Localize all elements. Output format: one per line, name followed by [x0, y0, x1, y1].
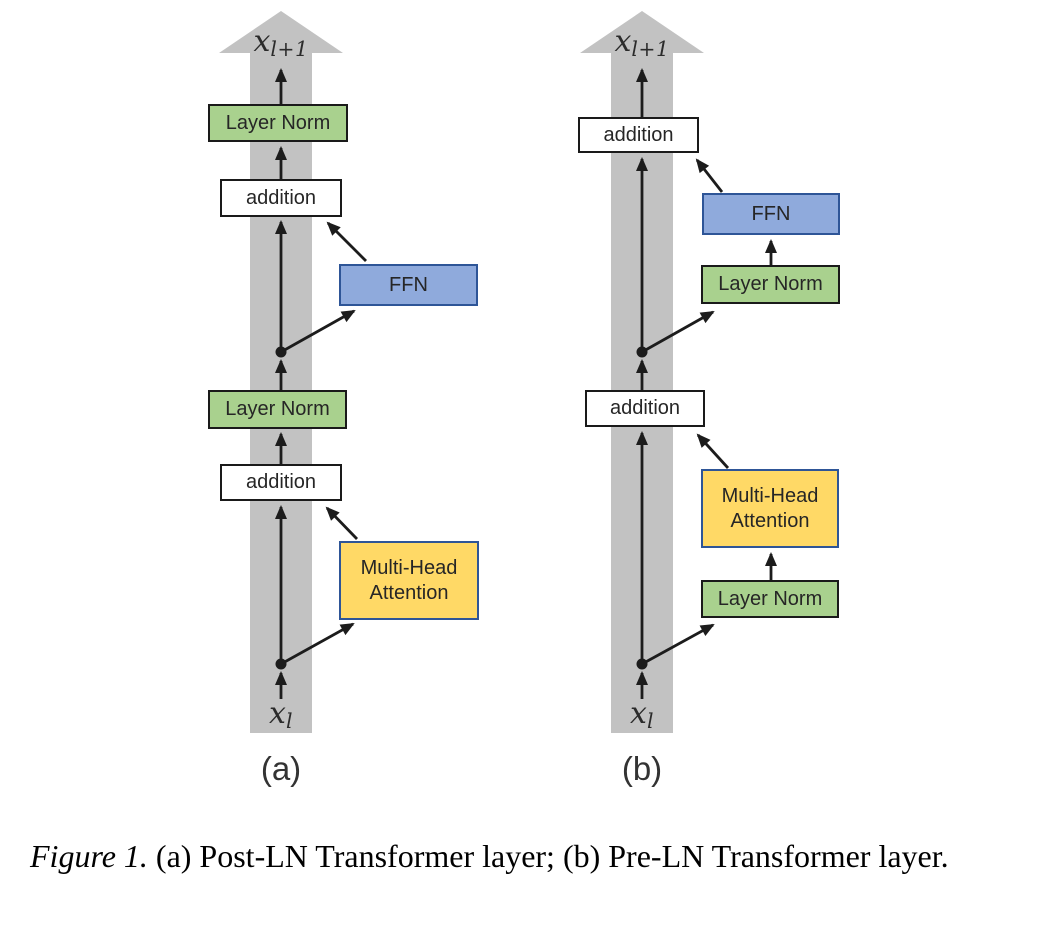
branch-dot	[636, 346, 648, 358]
layer-norm-top-box-a: Layer Norm	[208, 104, 348, 142]
input-label-b: xl	[630, 696, 654, 734]
multi-head-attention-box-b: Multi-Head Attention	[701, 469, 839, 548]
addition-bottom-box-a: addition	[220, 464, 342, 501]
input-label-a: xl	[269, 696, 293, 734]
layer-norm-bottom-box-a: Layer Norm	[208, 390, 347, 429]
connector-arrows-a	[275, 68, 367, 699]
layer-norm-top-box-b: Layer Norm	[701, 265, 840, 304]
ffn-box-a: FFN	[339, 264, 478, 306]
diagram-b-sublabel: (b)	[621, 750, 663, 787]
branch-dot	[275, 346, 287, 358]
output-label-a: xl+1	[253, 24, 309, 62]
flow-arrows-svg	[219, 11, 777, 733]
output-label-b: xl+1	[614, 24, 670, 62]
branch-dot	[275, 658, 287, 670]
figure-number-label: Figure 1.	[30, 838, 148, 874]
diagram-a-sublabel: (a)	[260, 750, 302, 787]
addition-bottom-box-b: addition	[585, 390, 705, 427]
branch-dot	[636, 658, 648, 670]
addition-top-box-b: addition	[578, 117, 699, 153]
ffn-box-b: FFN	[702, 193, 840, 235]
figure-caption: Figure 1. (a) Post-LN Transformer layer;…	[30, 834, 1034, 879]
addition-top-box-a: addition	[220, 179, 342, 217]
multi-head-attention-box-a: Multi-Head Attention	[339, 541, 479, 620]
figure-caption-text: (a) Post-LN Transformer layer; (b) Pre-L…	[147, 838, 949, 874]
connector-arrows-b	[636, 68, 777, 699]
layer-norm-bottom-box-b: Layer Norm	[701, 580, 839, 618]
